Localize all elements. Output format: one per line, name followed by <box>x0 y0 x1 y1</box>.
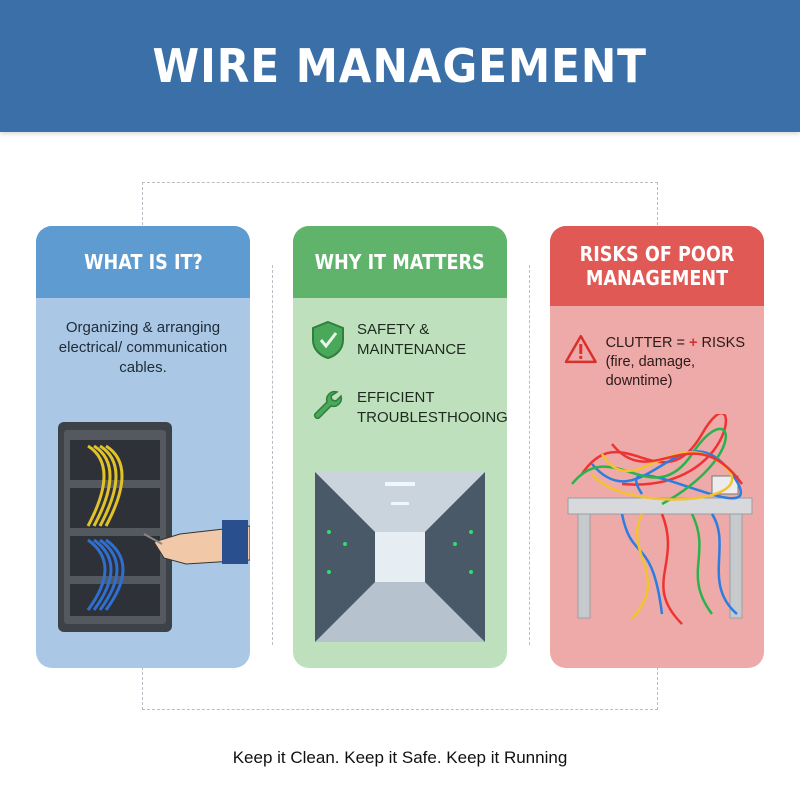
page-title: WIRE MANAGEMENT <box>152 39 648 93</box>
feature-safety: SAFETY & MAINTENANCE <box>311 320 487 360</box>
wrench-icon <box>313 390 343 420</box>
feature-label: SAFETY & MAINTENANCE <box>357 321 467 358</box>
card-description: Organizing & arranging electrical/ commu… <box>58 319 228 376</box>
title-banner: WIRE MANAGEMENT <box>0 0 800 132</box>
risk-text: CLUTTER = + RISKS (fire, damage, downtim… <box>606 334 764 391</box>
dashed-divider <box>529 265 530 645</box>
card-heading-text: RISKS OF POOR MANAGEMENT <box>579 242 735 290</box>
card-risks: RISKS OF POOR MANAGEMENT CLUTTER = + RIS… <box>550 226 764 668</box>
tagline: Keep it Clean. Keep it Safe. Keep it Run… <box>232 748 568 767</box>
card-heading: WHAT IS IT? <box>36 226 250 298</box>
card-heading-text: WHAT IS IT? <box>83 250 203 274</box>
card-heading-text: WHY IT MATTERS <box>314 250 486 274</box>
risk-risks: RISKS <box>701 335 745 351</box>
card-why-it-matters: WHY IT MATTERS SAFETY & MAINTENANCE EFFI… <box>293 226 507 668</box>
card-heading: WHY IT MATTERS <box>293 226 507 298</box>
risk-clutter: CLUTTER = <box>605 335 685 351</box>
tangled-cables-illustration <box>567 414 753 625</box>
warning-icon <box>564 334 597 364</box>
risk-statement: CLUTTER = + RISKS (fire, damage, downtim… <box>564 334 764 391</box>
card-what-is-it: WHAT IS IT? Organizing & arranging elect… <box>36 226 250 668</box>
feature-label: EFFICIENT TROUBLESTHOOING <box>357 389 507 426</box>
shield-icon <box>312 320 344 360</box>
card-heading: RISKS OF POOR MANAGEMENT <box>550 226 764 306</box>
risk-examples: (fire, damage, downtime) <box>605 354 696 389</box>
server-rack-illustration <box>58 422 250 632</box>
dashed-divider <box>272 265 273 645</box>
feature-troubleshooting: EFFICIENT TROUBLESTHOOING <box>311 388 507 428</box>
risk-plus: + <box>688 335 698 351</box>
risk-line: CLUTTER = + RISKS <box>606 334 764 353</box>
datacenter-photo <box>315 472 485 642</box>
